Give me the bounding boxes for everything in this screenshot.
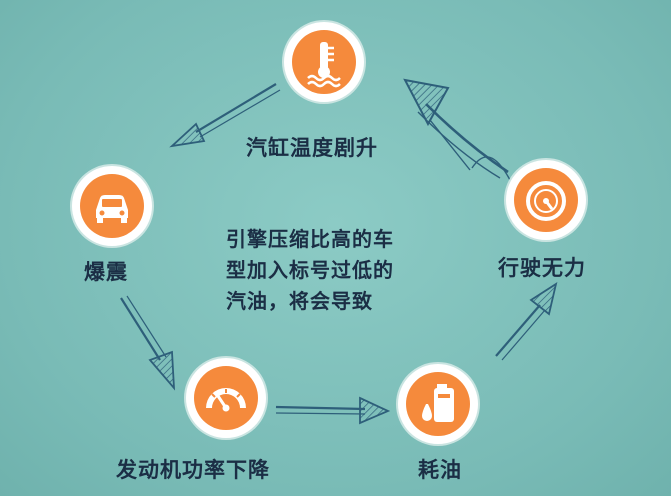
center-line: 引擎压缩比高的车 [226, 227, 394, 251]
label-coolant-temp: 汽缸温度剧升 [246, 136, 378, 160]
oil-can-icon [422, 384, 454, 422]
label-weak-driving: 行驶无力 [498, 256, 586, 280]
node-power-loss [186, 358, 266, 438]
arrow-knock-to-power [120, 295, 176, 391]
label-power-loss: 发动机功率下降 [116, 458, 270, 482]
arrow-weak-to-temp [403, 78, 511, 181]
center-statement: 引擎压缩比高的车 型加入标号过低的 汽油，将会导致 [226, 224, 476, 317]
arrow-temp-to-knock [169, 83, 281, 148]
node-weak-driving [506, 160, 586, 240]
node-coolant-temp [284, 22, 364, 102]
center-line: 汽油，将会导致 [226, 289, 373, 313]
node-knocking [72, 166, 152, 246]
arrow-fuel-to-weak [495, 282, 558, 361]
label-fuel-consumption: 耗油 [418, 458, 462, 482]
speedometer-icon [206, 388, 246, 412]
car-icon [96, 195, 128, 223]
center-line: 型加入标号过低的 [226, 258, 394, 282]
label-knocking: 爆震 [84, 260, 128, 284]
arrow-power-to-fuel [275, 396, 391, 425]
node-fuel-consumption [398, 364, 478, 444]
gauge-icon [526, 181, 566, 221]
coolant-temperature-icon [307, 42, 341, 88]
